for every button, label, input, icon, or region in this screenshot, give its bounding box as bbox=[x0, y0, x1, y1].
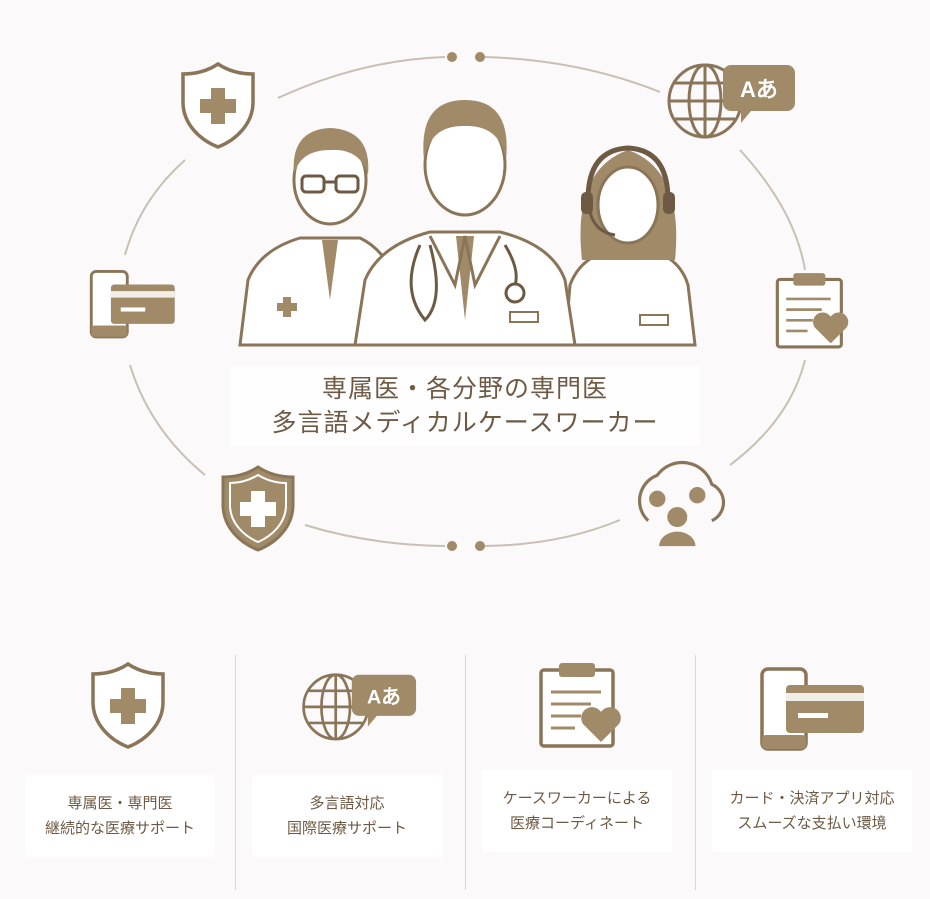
ring-dot bbox=[447, 52, 457, 62]
medical-team-illustration bbox=[238, 100, 697, 347]
feature-line1: 多言語対応 bbox=[309, 794, 385, 812]
center-title: 専属医・各分野の専門医 多言語メディカルケースワーカー bbox=[230, 366, 700, 446]
feature-dedicated-doctors: 専属医・専門医 継続的な医療サポート bbox=[25, 775, 215, 857]
phone-card-icon bbox=[760, 667, 866, 751]
feature-line2: スムーズな支払い環境 bbox=[737, 814, 887, 832]
feature-multilingual: 多言語対応 国際医療サポート bbox=[252, 775, 442, 857]
globe-translate-icon bbox=[302, 673, 418, 741]
feature-payment: カード・決済アプリ対応 スムーズな支払い環境 bbox=[712, 770, 912, 852]
ring-dot bbox=[447, 541, 457, 551]
feature-line2: 継続的な医療サポート bbox=[44, 819, 195, 837]
ring-diagram bbox=[89, 52, 850, 552]
ring-arc bbox=[739, 149, 806, 271]
column-divider bbox=[465, 655, 466, 890]
ring-arc bbox=[124, 159, 186, 256]
feature-caseworker: ケースワーカーによる 医療コーディネート bbox=[482, 770, 672, 852]
clipboard-heart-icon bbox=[539, 661, 623, 748]
ring-dot bbox=[475, 541, 485, 551]
globe-translate-icon bbox=[667, 63, 797, 139]
column-divider bbox=[695, 655, 696, 890]
feature-line1: カード・決済アプリ対応 bbox=[729, 789, 895, 807]
clipboard-heart-icon bbox=[775, 271, 850, 349]
feature-line1: 専属医・専門医 bbox=[67, 794, 173, 812]
support-people-icon bbox=[637, 460, 726, 548]
feature-line2: 国際医療サポート bbox=[286, 819, 407, 837]
center-title-line2: 多言語メディカルケースワーカー bbox=[271, 408, 659, 437]
shield-plus-icon bbox=[181, 62, 255, 149]
center-title-line1: 専属医・各分野の専門医 bbox=[321, 374, 608, 403]
ring-arc bbox=[277, 56, 446, 99]
shield-plus-icon bbox=[221, 465, 295, 552]
ring-dot bbox=[475, 52, 485, 62]
feature-line1: ケースワーカーによる bbox=[502, 789, 652, 807]
ring-arc bbox=[304, 524, 446, 547]
ring-arc bbox=[484, 519, 621, 547]
ring-arc bbox=[129, 364, 206, 476]
ring-arc bbox=[729, 359, 806, 466]
ring-arc bbox=[484, 56, 661, 93]
phone-card-icon bbox=[89, 269, 177, 339]
column-divider bbox=[235, 655, 236, 890]
shield-plus-icon bbox=[91, 662, 165, 749]
feature-line2: 医療コーディネート bbox=[510, 814, 644, 832]
